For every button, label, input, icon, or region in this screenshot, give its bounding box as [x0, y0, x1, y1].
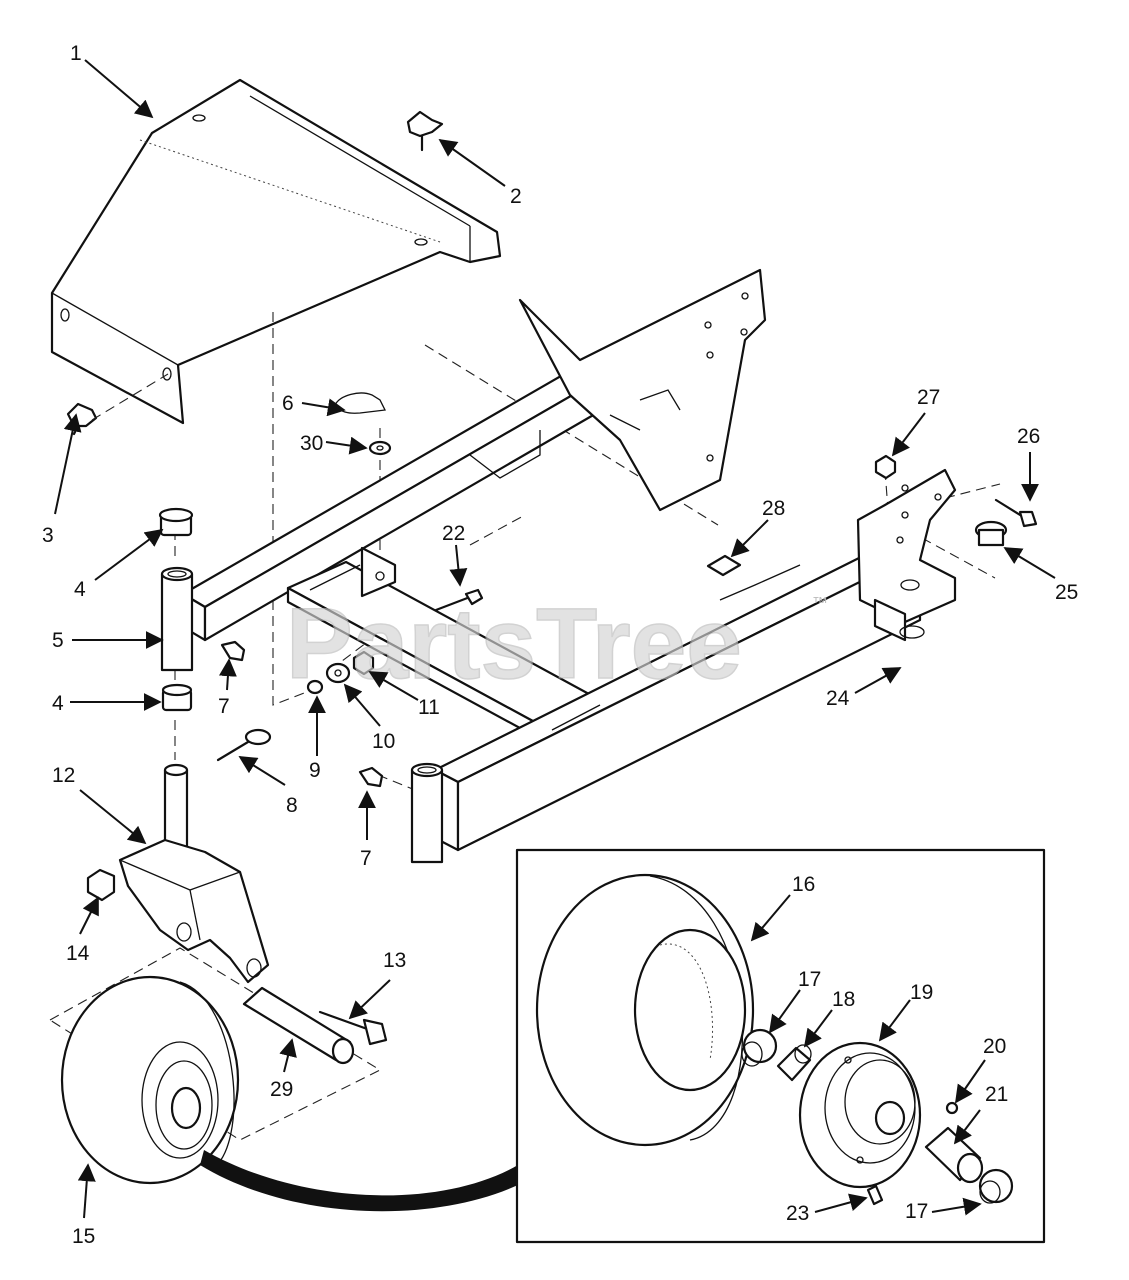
callout-13[interactable]: 13 [348, 949, 406, 1020]
callout-17-lower[interactable]: 17 [905, 1197, 982, 1223]
deck-guard-shield [50, 78, 502, 425]
callout-23[interactable]: 23 [786, 1193, 868, 1225]
hardware [158, 392, 1038, 788]
svg-text:4: 4 [74, 578, 86, 601]
callout-8[interactable]: 8 [238, 756, 298, 817]
watermark-trademark: ™ [812, 595, 828, 612]
svg-text:10: 10 [372, 730, 395, 753]
svg-text:29: 29 [270, 1078, 293, 1101]
svg-text:25: 25 [1055, 581, 1078, 604]
callout-16[interactable]: 16 [750, 873, 815, 942]
svg-text:9: 9 [309, 759, 321, 782]
watermark-text: PartsTree [286, 588, 742, 700]
callout-10[interactable]: 10 [343, 683, 395, 753]
svg-text:15: 15 [72, 1225, 95, 1248]
svg-text:17: 17 [798, 968, 821, 991]
svg-text:20: 20 [983, 1035, 1006, 1058]
callout-21[interactable]: 21 [953, 1083, 1008, 1145]
callout-17-upper[interactable]: 17 [768, 968, 821, 1034]
front-wheel [60, 975, 518, 1212]
caster-fork [86, 763, 270, 984]
callout-2[interactable]: 2 [438, 138, 522, 208]
svg-text:28: 28 [762, 497, 785, 520]
callout-25[interactable]: 25 [1003, 547, 1078, 604]
svg-text:11: 11 [418, 696, 440, 719]
wheel-detail-inset [515, 848, 1046, 1244]
svg-text:5: 5 [52, 629, 64, 652]
svg-text:27: 27 [917, 386, 940, 409]
callout-28[interactable]: 28 [730, 497, 785, 558]
callout-12[interactable]: 12 [52, 764, 147, 845]
svg-text:6: 6 [282, 392, 294, 415]
svg-text:23: 23 [786, 1202, 809, 1225]
callout-4-lower[interactable]: 4 [52, 692, 162, 715]
callout-9[interactable]: 9 [308, 695, 326, 782]
frame-assembly [160, 268, 957, 864]
callout-29[interactable]: 29 [270, 1038, 297, 1101]
callout-11[interactable]: 11 [368, 671, 440, 719]
callout-15[interactable]: 15 [72, 1163, 96, 1248]
callouts: 1 2 3 4 4 5 6 7 [42, 42, 1078, 1248]
callout-7-lower[interactable]: 7 [358, 790, 376, 870]
callout-3[interactable]: 3 [42, 413, 82, 547]
svg-text:2: 2 [510, 185, 522, 208]
svg-text:16: 16 [792, 873, 815, 896]
callout-6[interactable]: 6 [282, 392, 346, 417]
svg-text:3: 3 [42, 524, 54, 547]
callout-1[interactable]: 1 [70, 42, 154, 119]
svg-text:14: 14 [66, 942, 90, 965]
callout-7-upper[interactable]: 7 [218, 658, 237, 718]
svg-text:22: 22 [442, 522, 465, 545]
svg-text:1: 1 [70, 42, 82, 65]
callout-4-upper[interactable]: 4 [74, 528, 164, 601]
svg-text:24: 24 [826, 687, 850, 710]
svg-text:26: 26 [1017, 425, 1040, 448]
callout-27[interactable]: 27 [891, 386, 940, 457]
svg-text:7: 7 [360, 847, 372, 870]
callout-19[interactable]: 19 [878, 981, 933, 1042]
callout-14[interactable]: 14 [66, 896, 99, 965]
svg-text:19: 19 [910, 981, 933, 1004]
callout-18[interactable]: 18 [803, 988, 855, 1048]
svg-text:12: 12 [52, 764, 75, 787]
callout-20[interactable]: 20 [954, 1035, 1006, 1104]
svg-text:8: 8 [286, 794, 298, 817]
callout-24[interactable]: 24 [826, 667, 902, 710]
callout-22[interactable]: 22 [442, 522, 468, 587]
callout-30[interactable]: 30 [300, 432, 368, 455]
svg-text:30: 30 [300, 432, 323, 455]
callout-26[interactable]: 26 [1017, 425, 1040, 502]
svg-text:13: 13 [383, 949, 406, 972]
svg-text:7: 7 [218, 695, 230, 718]
knob-screw-2 [406, 110, 444, 152]
svg-text:4: 4 [52, 692, 64, 715]
callout-5[interactable]: 5 [52, 629, 164, 652]
watermark: PartsTree ™ [285, 587, 828, 701]
svg-text:21: 21 [985, 1083, 1008, 1106]
svg-text:18: 18 [832, 988, 855, 1011]
svg-text:17: 17 [905, 1200, 928, 1223]
